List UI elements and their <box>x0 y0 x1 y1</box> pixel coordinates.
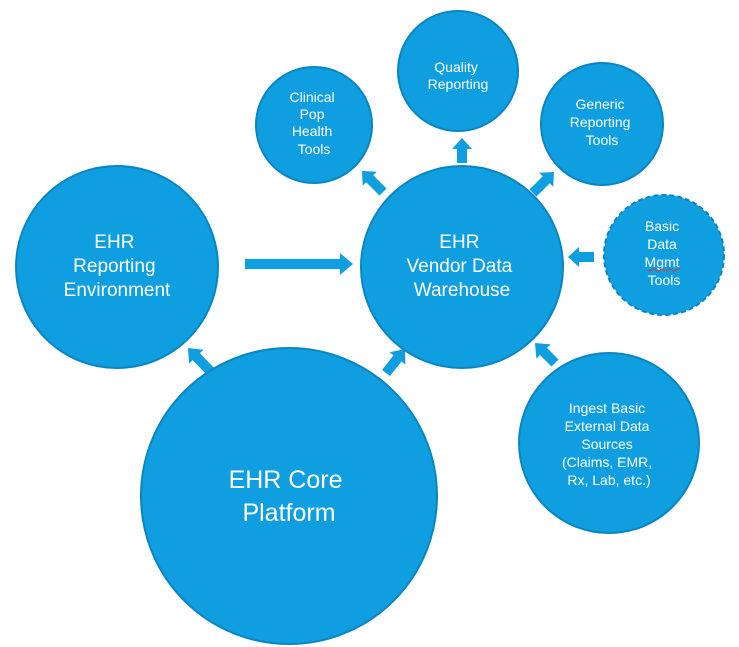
svg-text:Ingest Basic External: Ingest Basic External Data Sources (Clai… <box>562 400 656 488</box>
node-basic-data-mgmt-tools-line-4: Tools <box>648 272 681 288</box>
arrow-reporting-env-to-vendor-dw <box>245 253 353 275</box>
node-generic-reporting-tools-line-3: Tools <box>586 132 619 148</box>
spellcheck-underline <box>647 268 681 272</box>
node-ingest-external-data-sources: Ingest Basic External Data Sources (Clai… <box>518 352 700 534</box>
node-basic-data-mgmt-tools-line-2: Data <box>647 236 677 252</box>
node-reporting-environment-line-3: Environment <box>64 280 171 301</box>
svg-text:Basic Data Mgm: Basic Data Mgmt Tools <box>645 218 684 288</box>
node-vendor-data-warehouse: EHR Vendor Data Warehouse <box>360 165 564 369</box>
node-generic-reporting-tools-line-1: Generic <box>576 96 625 112</box>
node-clinical-pop-health-tools-line-2: Pop <box>300 106 325 122</box>
arrow-core-platform-to-vendor-dw <box>382 349 406 377</box>
svg-text:Clinical Pop H: Clinical Pop Health Tools <box>289 89 338 157</box>
svg-text:EHR Core Platform: EHR Core Platform <box>229 466 350 527</box>
arrow-vendor-dw-to-quality <box>452 138 472 163</box>
arrow-basic-data-to-vendor-dw <box>568 247 594 267</box>
node-vendor-data-warehouse-line-2: Vendor Data <box>407 256 513 277</box>
node-quality-reporting-line-1: Quality <box>434 59 478 75</box>
svg-text:Quality Reporting: Quality Reporting <box>428 59 489 92</box>
svg-text:EHR Vendor Data: EHR Vendor Data Warehouse <box>407 232 518 301</box>
node-core-platform-circle <box>140 347 438 645</box>
node-clinical-pop-health-tools-line-1: Clinical <box>289 89 334 105</box>
arrow-vendor-dw-to-generic-reporting <box>529 172 554 197</box>
node-clinical-pop-health-tools: Clinical Pop Health Tools <box>255 66 373 184</box>
node-ingest-external-data-sources-line-1: Ingest Basic <box>569 400 645 416</box>
node-core-platform: EHR Core Platform <box>140 347 438 645</box>
node-ingest-external-data-sources-line-3: Sources <box>581 436 632 452</box>
node-generic-reporting-tools-circle <box>540 62 664 186</box>
node-clinical-pop-health-tools-line-4: Tools <box>298 141 331 157</box>
node-ingest-external-data-sources-line-2: External Data <box>565 418 650 434</box>
node-core-platform-line-2: Platform <box>242 499 335 527</box>
node-basic-data-mgmt-tools-line-1: Basic <box>645 218 679 234</box>
node-generic-reporting-tools: Generic Reporting Tools <box>540 62 664 186</box>
node-reporting-environment: EHR Reporting Environment <box>15 165 219 369</box>
arrow-core-platform-to-reporting-env <box>188 348 215 376</box>
node-ingest-external-data-sources-circle <box>518 352 700 534</box>
node-basic-data-mgmt-tools: Basic Data Mgmt Tools <box>603 194 725 316</box>
node-quality-reporting: Quality Reporting <box>397 10 519 132</box>
node-quality-reporting-circle <box>397 10 519 132</box>
node-ingest-external-data-sources-line-4: (Claims, EMR, <box>562 454 652 470</box>
node-basic-data-mgmt-tools-circle <box>603 194 725 316</box>
node-basic-data-mgmt-tools-line-3: Mgmt <box>645 254 680 270</box>
node-quality-reporting-line-2: Reporting <box>428 76 489 92</box>
node-clinical-pop-health-tools-circle <box>255 66 373 184</box>
node-vendor-data-warehouse-line-1: EHR <box>439 232 479 253</box>
node-reporting-environment-circle <box>15 165 219 369</box>
svg-text:Generic Reporting: Generic Reporting Tools <box>570 96 635 148</box>
node-generic-reporting-tools-line-2: Reporting <box>570 114 631 130</box>
node-clinical-pop-health-tools-line-3: Health <box>292 123 332 139</box>
node-vendor-data-warehouse-circle <box>360 165 564 369</box>
arrows-layer <box>188 138 594 377</box>
arrow-vendor-dw-to-clinical-pop <box>362 171 387 196</box>
nodes-layer: EHR Reporting Environment EHR Vendor Dat… <box>15 10 725 645</box>
node-vendor-data-warehouse-line-3: Warehouse <box>414 280 510 301</box>
node-core-platform-line-1: EHR Core <box>229 466 343 494</box>
arrow-ingest-external-to-vendor-dw <box>535 343 559 367</box>
node-reporting-environment-line-2: Reporting <box>73 256 155 277</box>
svg-text:EHR Reporting: EHR Reporting Environment <box>64 232 171 301</box>
node-ingest-external-data-sources-line-5: Rx, Lab, etc.) <box>567 472 650 488</box>
node-reporting-environment-line-1: EHR <box>94 232 134 253</box>
